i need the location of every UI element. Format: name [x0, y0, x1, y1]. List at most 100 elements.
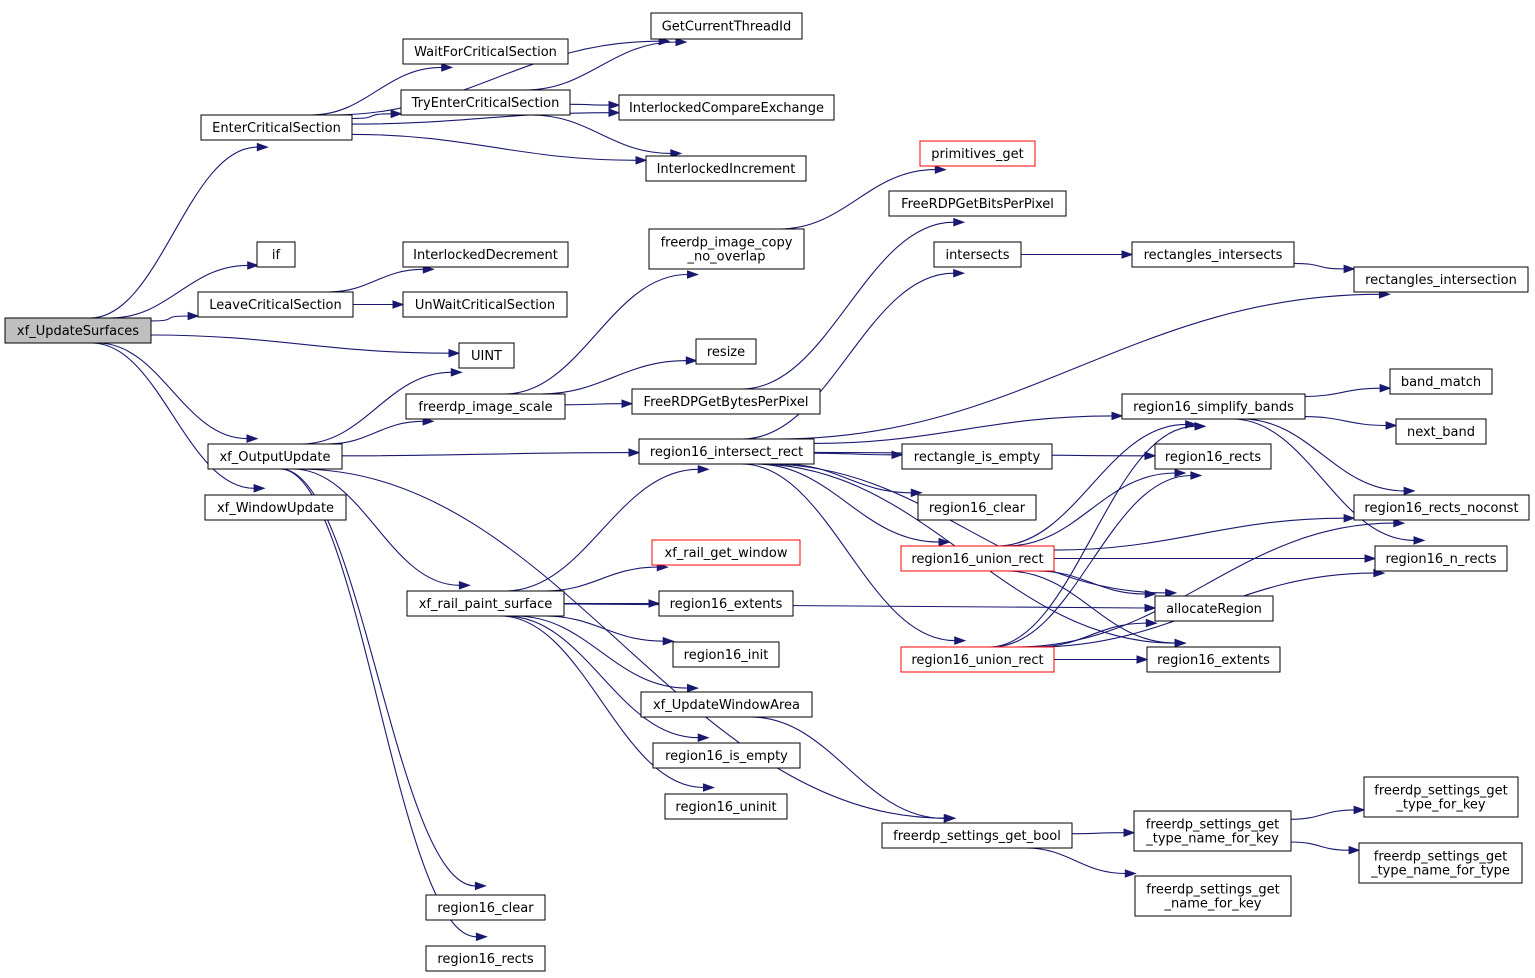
edge-line	[564, 403, 623, 406]
edge-freerdpgetbytesperpixel-to-freerdpgetbitsperpixel	[741, 217, 966, 390]
node-xf-windowupdate[interactable]: xf_WindowUpdate	[204, 494, 347, 521]
node-allocateregion[interactable]: allocateRegion	[1154, 595, 1274, 622]
node-intersects[interactable]: intersects	[933, 241, 1022, 268]
edge-xf-rail-paint-surface-to-xf-updatewindowarea	[515, 615, 699, 693]
edge-line	[515, 615, 688, 689]
node-region16-rects-a[interactable]: region16_rects	[1154, 443, 1272, 470]
node-box	[1353, 266, 1529, 293]
node-xf-rail-get-window[interactable]: xf_rail_get_window	[651, 539, 801, 566]
node-freerdp-settings-get-type-name-for-type[interactable]: freerdp_settings_get_type_name_for_type	[1358, 842, 1523, 884]
node-region16-is-empty[interactable]: region16_is_empty	[652, 742, 801, 769]
node-region16-simplify-bands[interactable]: region16_simplify_bands	[1121, 393, 1306, 420]
node-uint[interactable]: UINT	[458, 342, 515, 369]
arrowhead-icon	[608, 108, 621, 118]
edge-line	[544, 566, 658, 592]
node-xf-rail-paint-surface[interactable]: xf_rail_paint_surface	[406, 590, 565, 617]
node-waitforcriticalsection[interactable]: WaitForCriticalSection	[402, 38, 569, 65]
edge-xf-outputupdate-to-freerdp-settings-get-bool	[298, 468, 957, 823]
node-interlockedcompareexchange[interactable]: InterlockedCompareExchange	[618, 94, 835, 121]
node-rectangles-intersects[interactable]: rectangles_intersects	[1131, 241, 1295, 268]
node-label: region16_union_rect	[911, 653, 1043, 668]
edge-line	[544, 615, 664, 642]
node-label: band_match	[1401, 375, 1481, 390]
node-next-band[interactable]: next_band	[1395, 418, 1487, 445]
node-box	[900, 646, 1055, 673]
arrowhead-icon	[1413, 536, 1426, 545]
node-if[interactable]: if	[256, 241, 296, 268]
edge-line	[504, 273, 688, 395]
node-unwaitcriticalsection[interactable]: UnWaitCriticalSection	[402, 291, 568, 318]
node-label: region16_extents	[1157, 653, 1270, 668]
node-label: _type_name_for_key	[1145, 832, 1279, 847]
node-xf-updatesurfaces[interactable]: xf_UpdateSurfaces	[4, 317, 152, 344]
arrowhead-icon	[441, 63, 454, 72]
edge-freerdp-image-scale-to-freerdpgetbytesperpixel	[564, 399, 634, 409]
edge-region16-union-rect-a-to-region16-rects-a	[1006, 468, 1187, 547]
edge-line	[1025, 847, 1126, 875]
node-rectangles-intersection[interactable]: rectangles_intersection	[1353, 266, 1529, 293]
arrowhead-icon	[1174, 468, 1187, 478]
node-band-match[interactable]: band_match	[1389, 368, 1493, 395]
arrowhead-icon	[448, 348, 461, 358]
edge-line	[1036, 570, 1146, 595]
arrowhead-icon	[934, 165, 947, 174]
node-region16-clear-a[interactable]: region16_clear	[917, 494, 1037, 521]
node-entercriticalsection[interactable]: EnterCriticalSection	[200, 114, 353, 141]
edge-line	[813, 415, 1113, 444]
node-freerdp-settings-get-type-name-for-key[interactable]: freerdp_settings_get_type_name_for_key	[1133, 810, 1292, 852]
edge-line	[280, 468, 476, 887]
node-region16-union-rect-a[interactable]: region16_union_rect	[900, 545, 1055, 572]
node-freerdp-settings-get-name-for-key[interactable]: freerdp_settings_get_name_for_key	[1134, 875, 1292, 917]
node-leavecriticalsection[interactable]: LeaveCriticalSection	[197, 291, 354, 318]
arrowhead-icon	[953, 268, 966, 278]
node-region16-extents-a[interactable]: region16_extents	[658, 590, 794, 617]
edge-xf-rail-paint-surface-to-region16-intersect-rect	[505, 464, 710, 592]
node-label: freerdp_image_copy	[661, 236, 793, 251]
node-label: next_band	[1407, 425, 1475, 440]
node-resize[interactable]: resize	[695, 338, 757, 365]
node-freerdp-image-copy-no-overlap[interactable]: freerdp_image_copy_no_overlap	[648, 228, 805, 270]
node-region16-clear-b[interactable]: region16_clear	[425, 894, 546, 921]
node-label: rectangle_is_empty	[914, 450, 1041, 465]
node-box	[648, 228, 805, 270]
node-label: _type_name_for_type	[1370, 864, 1510, 879]
node-region16-uninit[interactable]: region16_uninit	[664, 793, 788, 820]
node-label: InterlockedDecrement	[413, 248, 558, 263]
node-primitives-get[interactable]: primitives_get	[919, 140, 1036, 167]
arrowhead-icon	[608, 100, 621, 110]
node-region16-rects-noconst[interactable]: region16_rects_noconst	[1353, 494, 1530, 521]
node-region16-extents-b[interactable]: region16_extents	[1146, 646, 1281, 673]
node-freerdp-settings-get-type-for-key[interactable]: freerdp_settings_get_type_for_key	[1363, 776, 1519, 818]
edge-rectangles-intersects-to-rectangles-intersection	[1293, 262, 1356, 274]
edge-leavecriticalsection-to-interlockeddecrement	[327, 264, 435, 293]
node-box	[640, 691, 813, 718]
node-interlockeddecrement[interactable]: InterlockedDecrement	[402, 241, 569, 268]
edge-region16-intersect-rect-to-region16-union-rect-a	[755, 463, 951, 547]
node-freerdp-image-scale[interactable]: freerdp_image_scale	[405, 393, 566, 420]
node-layer: xf_UpdateSurfaces EnterCriticalSection ifL…	[4, 12, 1530, 972]
edge-line	[1006, 570, 1176, 644]
edge-line	[524, 41, 677, 91]
arrowhead-icon	[1111, 411, 1124, 421]
edge-xf-updatesurfaces-to-if	[110, 261, 260, 319]
node-region16-union-rect-b[interactable]: region16_union_rect	[900, 646, 1055, 673]
arrowhead-icon	[1144, 603, 1157, 613]
node-freerdpgetbytesperpixel[interactable]: FreeRDPGetBytesPerPixel	[631, 388, 821, 415]
edge-xf-outputupdate-to-region16-clear-b	[280, 468, 487, 891]
node-region16-init[interactable]: region16_init	[672, 641, 780, 668]
node-region16-intersect-rect[interactable]: region16_intersect_rect	[638, 438, 815, 465]
node-box	[207, 443, 343, 470]
node-rectangle-is-empty[interactable]: rectangle_is_empty	[901, 443, 1053, 470]
node-xf-outputupdate[interactable]: xf_OutputUpdate	[207, 443, 343, 470]
node-region16-n-rects[interactable]: region16_n_rects	[1374, 545, 1508, 572]
arrowhead-icon	[697, 464, 710, 474]
node-freerdp-settings-get-bool[interactable]: freerdp_settings_get_bool	[881, 822, 1073, 849]
node-xf-updatewindowarea[interactable]: xf_UpdateWindowArea	[640, 691, 813, 718]
node-interlockedincrement[interactable]: InterlockedIncrement	[645, 155, 807, 182]
node-tryentercriticalsection[interactable]: TryEnterCriticalSection	[400, 89, 571, 116]
node-region16-rects-b[interactable]: region16_rects	[425, 945, 546, 972]
node-freerdpgetbitsperpixel[interactable]: FreeRDPGetBitsPerPixel	[888, 190, 1067, 217]
edge-line	[1015, 522, 1394, 648]
edge-freerdp-settings-get-type-name-for-key-to-freerdp-settings-get-type-name-for-type	[1290, 841, 1361, 855]
node-getcurrentthreadid[interactable]: GetCurrentThreadId	[650, 12, 803, 40]
